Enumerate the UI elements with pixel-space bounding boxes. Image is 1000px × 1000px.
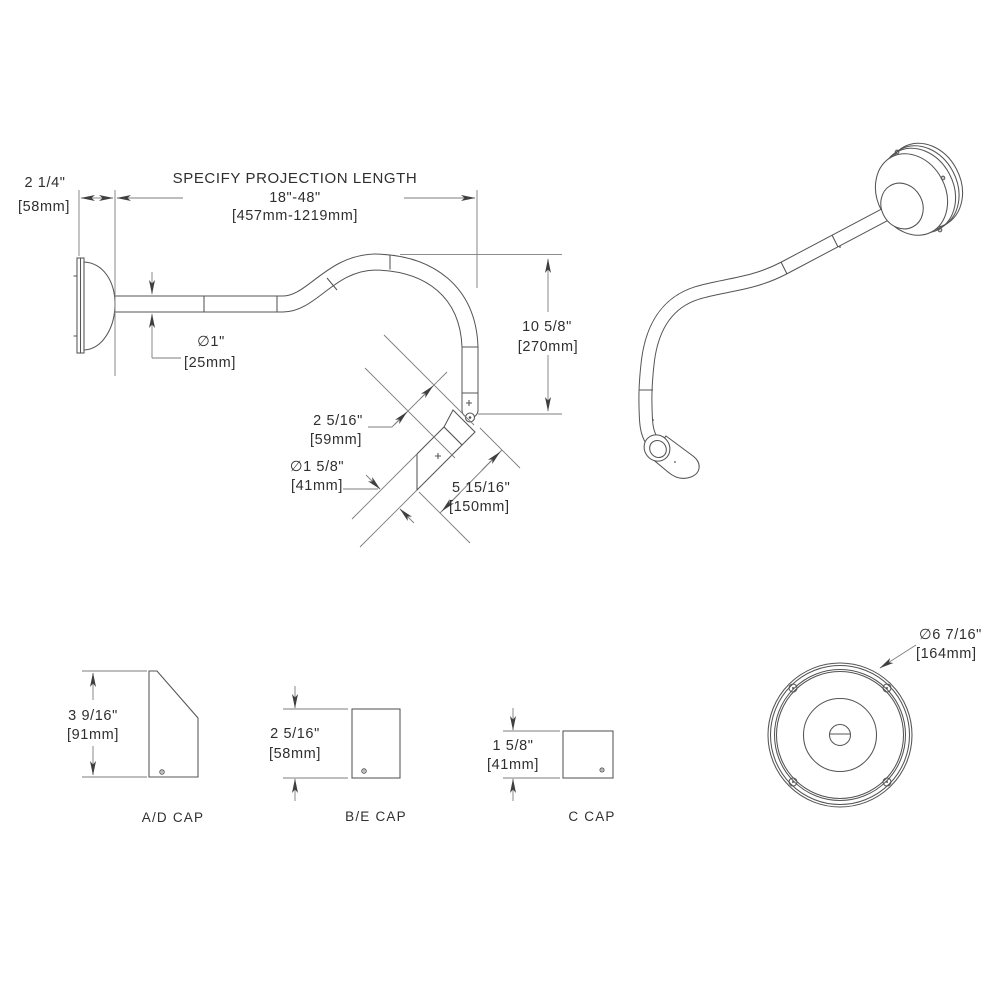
perspective-view [638,142,964,479]
backplate-screws [894,149,946,233]
dim-drop-height: 10 5/8" [270mm] [400,254,579,415]
backplate-dia-mm: [164mm] [916,646,977,662]
perspective-arm [638,197,909,454]
cap-profile-ad: 3 9/16" [91mm] A/D CAP [67,670,204,825]
perspective-backplate [874,142,964,236]
head-length-mm: [150mm] [449,499,510,515]
cap-c-label: C CAP [568,809,615,824]
gooseneck-arm [112,253,479,419]
drop-inches: 10 5/8" [522,319,572,335]
cap-c-inches: 1 5/8" [493,738,534,754]
cap-be-inches: 2 5/16" [270,726,320,742]
head-width-inches: 2 5/16" [313,413,363,429]
projection-range-inches: 18"-48" [269,190,321,206]
cap-profile-c: 1 5/8" [41mm] C CAP [487,708,615,824]
mount-dome [83,261,116,351]
wall-depth-mm: [58mm] [18,199,70,215]
drop-mm: [270mm] [518,339,579,355]
head-width-mm: [59mm] [310,432,362,448]
head-length-inches: 5 15/16" [452,480,510,496]
head-center-tick [435,453,441,459]
main-view: 2 1/4" [58mm] SPECIFY PROJECTION LENGTH … [18,170,579,548]
dim-head-length: 5 15/16" [150mm] [418,427,521,544]
lamp-head [416,409,476,492]
head-dia-inches: ∅1 5/8" [290,459,344,475]
wall-depth-inches: 2 1/4" [25,175,66,191]
head-dia-mm: [41mm] [291,478,343,494]
projection-title: SPECIFY PROJECTION LENGTH [173,170,418,187]
center-tick [466,400,472,406]
tube-segment-dividers [203,254,478,394]
dim-backplate-diameter: ∅6 7/16" [164mm] [879,627,982,669]
dim-pipe-diameter: ∅1" [25mm] [149,272,236,371]
cap-be-mm: [58mm] [269,746,321,762]
backplate-dia-inches: ∅6 7/16" [919,627,982,643]
cap-c-mm: [41mm] [487,757,539,773]
dim-wall-depth: 2 1/4" [58mm] [18,175,116,376]
projection-range-mm: [457mm-1219mm] [232,208,358,224]
dim-head-diameter: ∅1 5/8" [41mm] [290,453,418,548]
pipe-dia-inches: ∅1" [197,334,225,350]
cap-ad-mm: [91mm] [67,727,119,743]
cap-be-label: B/E CAP [345,809,407,824]
center-hub [828,723,852,747]
cap-profile-be: 2 5/16" [58mm] B/E CAP [269,686,407,824]
backplate-front-view: ∅6 7/16" [164mm] [767,627,982,808]
cap-ad-inches: 3 9/16" [68,708,118,724]
dim-projection-length: SPECIFY PROJECTION LENGTH 18"-48" [457mm… [116,170,478,288]
perspective-mount-dome [880,182,924,230]
wall-mount-plate [73,257,116,354]
dim-head-width: 2 5/16" [59mm] [310,334,475,459]
pipe-dia-mm: [25mm] [184,355,236,371]
backplate-front-screws [788,683,892,787]
perspective-lamp-head [643,434,700,479]
cap-ad-label: A/D CAP [142,810,204,825]
